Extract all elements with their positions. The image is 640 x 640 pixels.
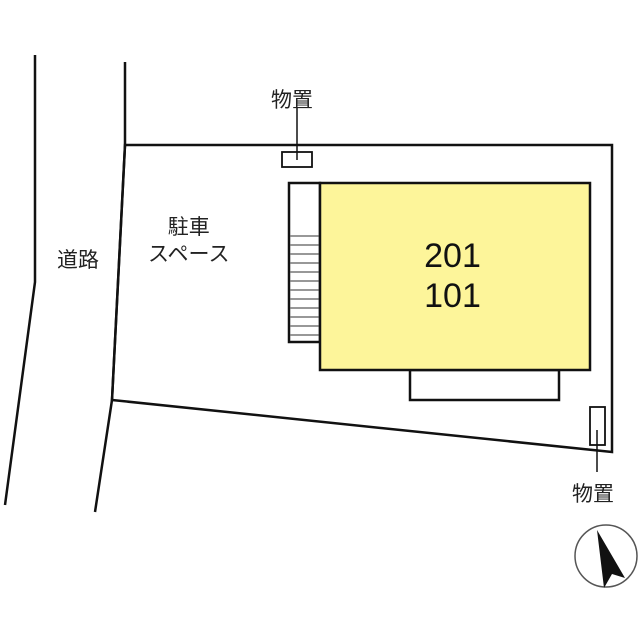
road-label: 道路 xyxy=(57,248,99,272)
parking-space-label: 駐車 スペース xyxy=(148,214,229,268)
north-arrow-icon xyxy=(574,524,638,588)
storage-top-box xyxy=(281,151,313,168)
site-boundary xyxy=(110,143,614,454)
staircase xyxy=(287,181,322,344)
parking-label-line1: 駐車 xyxy=(167,215,210,239)
building xyxy=(318,181,592,372)
road-right-edge xyxy=(93,62,127,513)
storage-top-label: 物置 xyxy=(271,88,313,112)
balcony xyxy=(408,368,561,402)
unit-201-label: 201 xyxy=(424,237,481,275)
unit-numbers: 201 101 xyxy=(405,236,500,316)
storage-bottom-label: 物置 xyxy=(572,482,614,506)
road-left-edge xyxy=(3,55,37,506)
parking-label-line2: スペース xyxy=(148,242,230,266)
unit-101-label: 101 xyxy=(424,277,481,315)
